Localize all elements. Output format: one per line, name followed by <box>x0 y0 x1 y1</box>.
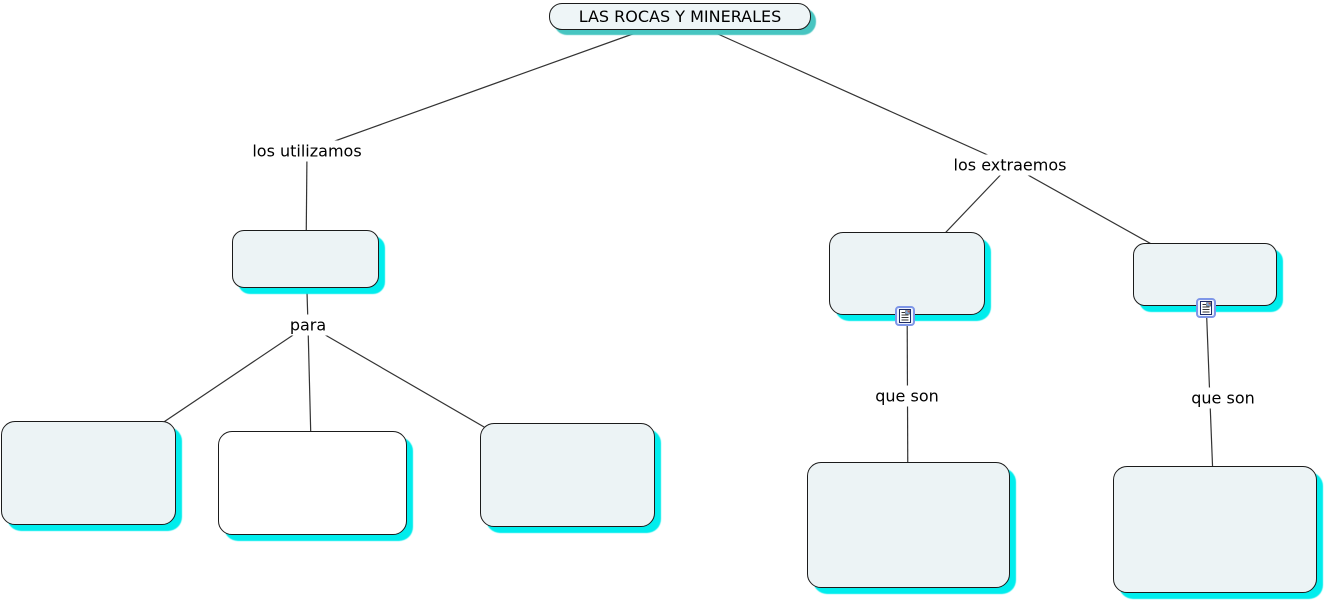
concept-node-extraemos-2[interactable] <box>1133 243 1277 306</box>
concept-node-extraemos-1[interactable] <box>829 232 985 315</box>
concept-node-para-2[interactable] <box>218 431 407 535</box>
concept-node-que-son-2[interactable] <box>1113 466 1317 593</box>
concept-node-title[interactable]: LAS ROCAS Y MINERALES <box>549 3 811 30</box>
concept-node-para-1[interactable] <box>1 421 176 525</box>
resource-link-icon[interactable] <box>1196 298 1216 318</box>
linking-phrase-para[interactable]: para <box>286 314 330 336</box>
linking-phrase-que-son-left[interactable]: que son <box>872 385 942 407</box>
linking-phrase-los-utilizamos[interactable]: los utilizamos <box>249 140 365 162</box>
linking-phrase-que-son-right[interactable]: que son <box>1188 387 1258 409</box>
concept-node-utilizamos[interactable] <box>232 230 379 288</box>
concept-node-que-son-1[interactable] <box>807 462 1010 588</box>
linking-phrase-los-extraemos[interactable]: los extraemos <box>950 154 1070 176</box>
concept-node-para-3[interactable] <box>480 423 655 527</box>
resource-link-icon[interactable] <box>895 306 915 326</box>
title-label: LAS ROCAS Y MINERALES <box>578 7 782 26</box>
